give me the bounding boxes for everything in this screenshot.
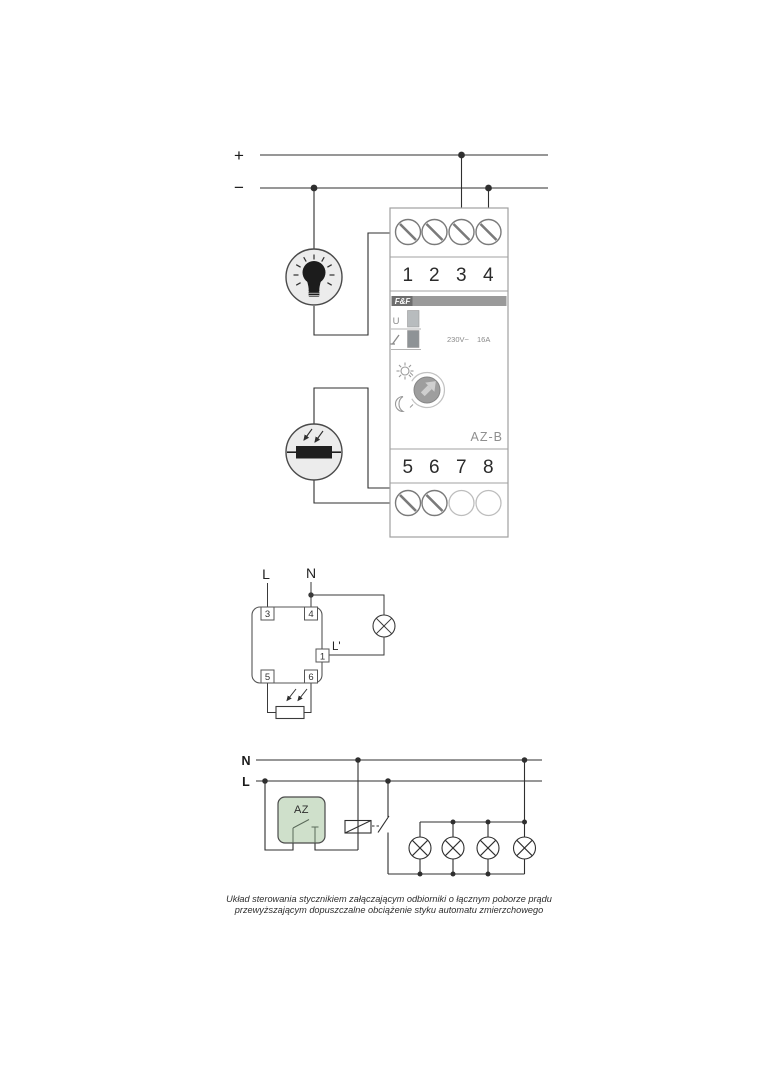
l-rail-label: L xyxy=(242,775,250,789)
supply-rails xyxy=(260,154,548,504)
lamp-icon-3 xyxy=(476,822,500,874)
minus-label: − xyxy=(234,178,244,197)
diagram-contactor-control: N L AZ xyxy=(226,754,552,915)
terminal-7-label: 7 xyxy=(456,457,467,478)
terminal-boxes: 3 4 5 6 1 xyxy=(260,606,330,684)
led-lamp-icon xyxy=(390,334,400,345)
terminal-4-label: 4 xyxy=(483,265,494,286)
lamp-icon xyxy=(372,614,396,638)
terminal-1-label: 1 xyxy=(402,265,413,286)
threshold-knob[interactable] xyxy=(395,362,445,413)
brand-band: F&F xyxy=(391,296,507,306)
led-u-bar xyxy=(407,310,420,328)
device-dividers xyxy=(390,256,508,484)
terminal-3-label: 3 xyxy=(456,265,467,286)
screw-terminals-bottom xyxy=(394,489,502,517)
terminal-numbers-bottom: 5 6 7 8 xyxy=(402,457,494,478)
l-prime-label: L' xyxy=(332,641,341,653)
screw-terminals-top xyxy=(394,218,502,246)
lamp-icon-1 xyxy=(408,822,432,874)
knob-arrow xyxy=(420,381,436,397)
diagram-terminal-schematic: L N xyxy=(251,565,396,720)
photoresistor-icon xyxy=(285,423,343,481)
sun-icon xyxy=(396,362,414,380)
terminal-6-label: 6 xyxy=(429,457,440,478)
terminal-numbers-top: 1 2 3 4 xyxy=(402,265,494,286)
led-relay-bar xyxy=(407,330,420,348)
caption-line-1: Układ sterowania stycznikiem załączający… xyxy=(226,894,552,904)
l-label: L xyxy=(262,566,270,582)
contactor-contact-blade xyxy=(377,815,390,833)
device-housing xyxy=(389,207,509,538)
t4-label: 4 xyxy=(308,609,313,620)
t6-label: 6 xyxy=(308,672,313,683)
plus-label: + xyxy=(234,146,244,165)
az-label: AZ xyxy=(294,804,309,816)
contactor-coil xyxy=(344,819,372,834)
brand-logo: F&F xyxy=(395,297,412,306)
terminal-8-label: 8 xyxy=(483,457,494,478)
device-model: AZ-B xyxy=(471,430,503,444)
caption-line-2: przewyższającym dopuszczalne obciążenie … xyxy=(234,905,543,915)
moon-icon xyxy=(395,395,405,413)
lamp-icon-2 xyxy=(441,822,465,874)
wire-lamp-to-t1 xyxy=(313,232,395,336)
led-indicators: U 230V~ 16A xyxy=(390,310,490,350)
az-internal-contact xyxy=(292,819,319,843)
az-box: AZ xyxy=(277,796,326,844)
n-rail-label: N xyxy=(241,754,250,768)
relay-body xyxy=(251,606,323,684)
wire-sensor-to-t5 xyxy=(313,480,394,504)
t5-label: 5 xyxy=(265,672,270,683)
junction-dots xyxy=(310,151,492,218)
n-label: N xyxy=(306,565,316,581)
t1-label: 1 xyxy=(320,652,325,663)
bulb-icon xyxy=(285,248,343,306)
diagram-supply-wiring: + − xyxy=(234,146,548,538)
t3-label: 3 xyxy=(265,609,270,620)
rating-current: 16A xyxy=(477,335,490,344)
led-u-label: U xyxy=(393,316,400,327)
lamp-icon-4 xyxy=(512,822,537,874)
terminal-5-label: 5 xyxy=(402,457,413,478)
rating-voltage: 230V~ xyxy=(447,335,470,344)
photoresistor-symbol xyxy=(275,688,308,720)
knob-arc xyxy=(411,371,445,409)
azb-device: 1 2 3 4 F&F U xyxy=(389,207,509,538)
terminal-2-label: 2 xyxy=(429,265,440,286)
contactor-wires xyxy=(256,759,542,875)
load-lamps xyxy=(408,822,537,874)
